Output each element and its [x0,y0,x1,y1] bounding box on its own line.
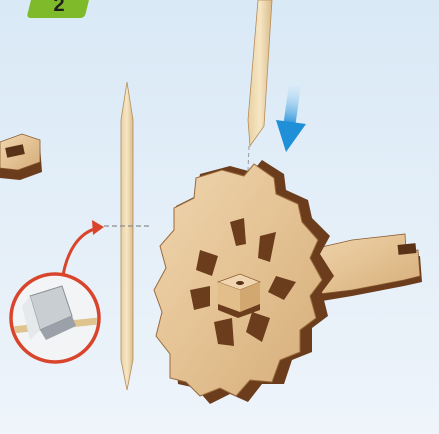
wooden-gear [154,160,334,404]
red-curved-arrow-icon [62,220,104,282]
blue-down-arrow-icon [276,85,306,152]
toothpick [104,82,150,390]
left-wooden-part [0,134,42,180]
detail-circle-icon [10,274,105,362]
